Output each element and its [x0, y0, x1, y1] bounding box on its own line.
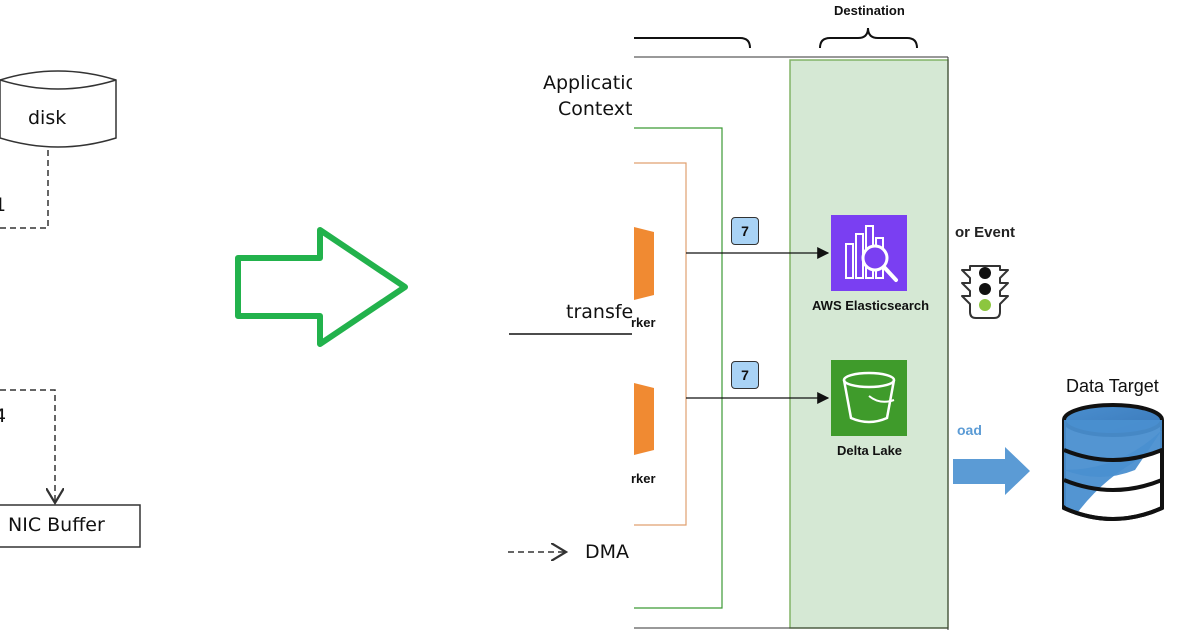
data-target-label: Data Target	[1066, 376, 1159, 396]
step-badge-lower: 7	[731, 361, 759, 389]
disk-label: disk	[28, 107, 67, 129]
worker-shape-lower	[634, 383, 654, 455]
step-lower-label: 4	[0, 405, 7, 427]
delta-lake-icon	[831, 360, 907, 436]
dma-legend-label: DMA	[585, 541, 630, 563]
load-label: oad	[957, 422, 982, 438]
event-label: or Event	[955, 224, 1016, 241]
elasticsearch-label: AWS Elasticsearch	[812, 298, 930, 313]
destination-panel	[789, 59, 949, 629]
step-badge-upper: 7	[731, 217, 759, 245]
green-transition-arrow	[235, 227, 408, 347]
source-brace	[634, 37, 751, 49]
data-target-database-icon	[1062, 403, 1164, 521]
inner-worker-box	[634, 162, 687, 526]
step-upper-label: 1	[0, 194, 7, 216]
transfer-label: transfe	[566, 301, 634, 323]
worker-upper-label: rker	[631, 315, 656, 330]
disk-to-step-dashed-line	[0, 150, 49, 229]
delta-lake-label: Delta Lake	[837, 443, 903, 458]
nic-buffer-box	[0, 504, 141, 548]
application-context-line2: Context	[558, 98, 633, 120]
destination-brace	[819, 27, 918, 49]
destination-label: Destination	[834, 3, 905, 18]
nic-buffer-label: NIC Buffer	[8, 514, 105, 536]
worker-shape-upper	[634, 227, 654, 300]
load-arrow	[953, 447, 1030, 495]
worker-lower-label: rker	[631, 471, 656, 486]
step4-dashed-arrow	[0, 389, 55, 503]
disk-cylinder	[0, 70, 117, 148]
aws-elasticsearch-icon	[831, 215, 907, 291]
application-context-box	[634, 127, 723, 609]
application-context-line1: Applicatio	[543, 72, 632, 94]
traffic-light-icon	[961, 265, 1009, 319]
